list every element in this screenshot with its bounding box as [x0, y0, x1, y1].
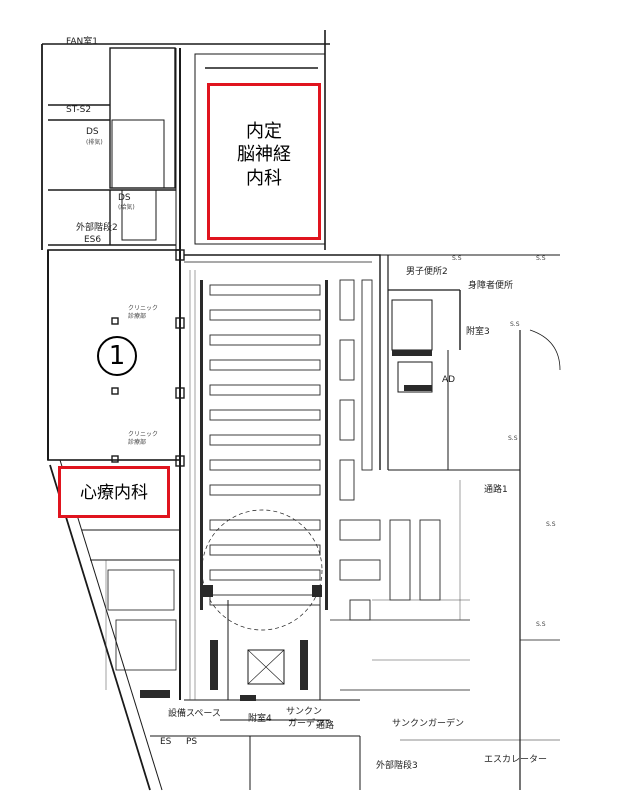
es-label: ES	[160, 737, 172, 747]
fan-room-label: FAN室1	[66, 37, 98, 47]
mens-restroom-label: 男子便所2	[406, 267, 448, 277]
neuro-line-1: 内定	[246, 121, 282, 142]
ds-exhaust-sub-label: (排気)	[86, 139, 103, 146]
neuro-internal-medicine-label: 内定 脳神経 内科	[207, 120, 321, 190]
passage-1-label: 通路1	[484, 485, 508, 495]
escalator-label: エスカレーター	[484, 755, 548, 765]
garden-small-label: ガーデン	[288, 719, 325, 729]
passage-small-label: 通路	[316, 721, 335, 731]
annex-4-label: 附室4	[248, 714, 272, 724]
external-stair-3-label: 外部階段3	[376, 761, 418, 771]
neuro-internal-medicine-highlight	[207, 83, 321, 240]
clinic-1-sub-label: 診療部	[128, 313, 147, 320]
ss-label-4: S.S	[508, 435, 518, 442]
ds-supply-sub-label: (給気)	[118, 204, 135, 211]
ss-label-2: S.S	[536, 255, 546, 262]
st-label: ST-S2	[66, 105, 92, 115]
annex-3-label: 附室3	[466, 327, 490, 337]
clinic-1-label: クリニック	[128, 305, 159, 312]
ds-exhaust-label: DS	[86, 127, 99, 137]
psychosomatic-medicine-label: 心療内科	[80, 483, 148, 503]
diagonal-wall	[49, 464, 151, 791]
ss-label-5: S.S	[546, 521, 556, 528]
sunken-garden-small-label: サンクン	[286, 707, 323, 717]
ss-label-6: S.S	[536, 621, 546, 628]
ss-label-1: S.S	[452, 255, 462, 262]
ss-label-3: S.S	[510, 321, 520, 328]
area-number-marker: 1	[97, 336, 137, 376]
ps-label: PS	[186, 737, 198, 747]
psychosomatic-medicine-highlight	[58, 466, 170, 518]
neuro-line-2: 脳神経	[237, 144, 291, 166]
equipment-space-label: 設備スペース	[168, 709, 221, 719]
clinic-2-sub-label: 診療部	[128, 439, 147, 446]
accessible-restroom-label: 身障者便所	[468, 281, 514, 291]
external-stair-2-label: 外部階段2	[76, 223, 118, 233]
ds-supply-label: DS	[118, 193, 131, 203]
sunken-garden-label: サンクンガーデン	[392, 719, 465, 729]
ad-label: AD	[442, 375, 456, 385]
neuro-line-3: 内科	[246, 167, 282, 189]
es6-label: ES6	[84, 235, 102, 245]
clinic-2-label: クリニック	[128, 431, 159, 438]
